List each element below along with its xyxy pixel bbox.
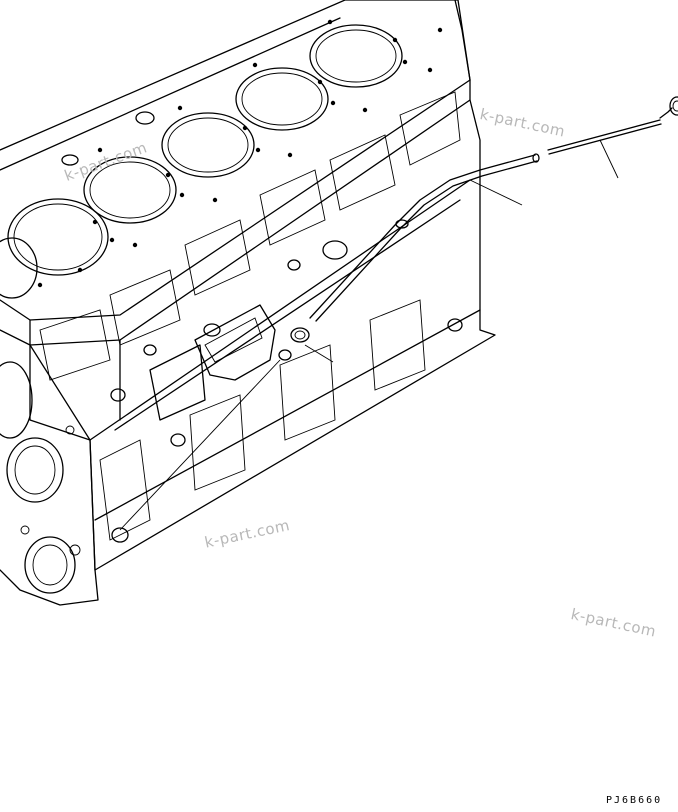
leader-lines	[119, 139, 619, 531]
dipstick-tube	[309, 153, 540, 322]
drawing-code: PJ6B660	[606, 795, 663, 806]
dipstick-gauge	[547, 96, 678, 155]
cylinder-bores	[0, 24, 403, 299]
block-bosses	[110, 240, 463, 543]
mounting-bracket	[149, 304, 276, 421]
block-front-face	[0, 329, 96, 594]
deck-bolt-holes	[37, 19, 443, 288]
